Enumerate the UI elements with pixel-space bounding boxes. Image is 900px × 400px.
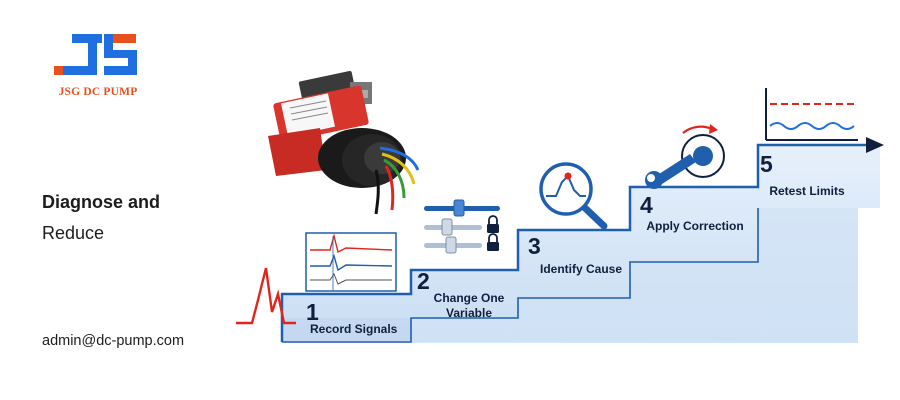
step-2-number: 2 — [417, 268, 430, 294]
step-3-number: 3 — [528, 233, 541, 259]
pump-image — [268, 70, 420, 215]
slider-lock-icon — [424, 199, 500, 254]
step-5-label: Retest Limits — [769, 184, 845, 198]
step-2-label-line-1: Change One — [434, 291, 505, 305]
step-5-number: 5 — [760, 151, 773, 177]
step-2-label-line-2: Variable — [446, 306, 492, 320]
brand-logo — [54, 34, 137, 75]
magnifier-waveform-icon — [539, 162, 608, 230]
step-4-number: 4 — [640, 192, 653, 218]
step-3-label: Identify Cause — [540, 262, 622, 276]
wrench-dial-icon — [645, 124, 725, 189]
step-1-number: 1 — [306, 299, 319, 325]
signal-chart-icon — [236, 232, 397, 325]
step-1-label: Record Signals — [310, 322, 398, 336]
limit-chart-icon — [765, 88, 858, 141]
heading-line-1: Diagnose and — [42, 192, 161, 212]
step-4-label: Apply Correction — [646, 219, 743, 233]
contact-email: admin@dc-pump.com — [42, 333, 185, 349]
staircase — [280, 137, 884, 343]
brand-name: JSG DC PUMP — [58, 86, 138, 98]
heading-line-2: Reduce — [42, 223, 105, 243]
